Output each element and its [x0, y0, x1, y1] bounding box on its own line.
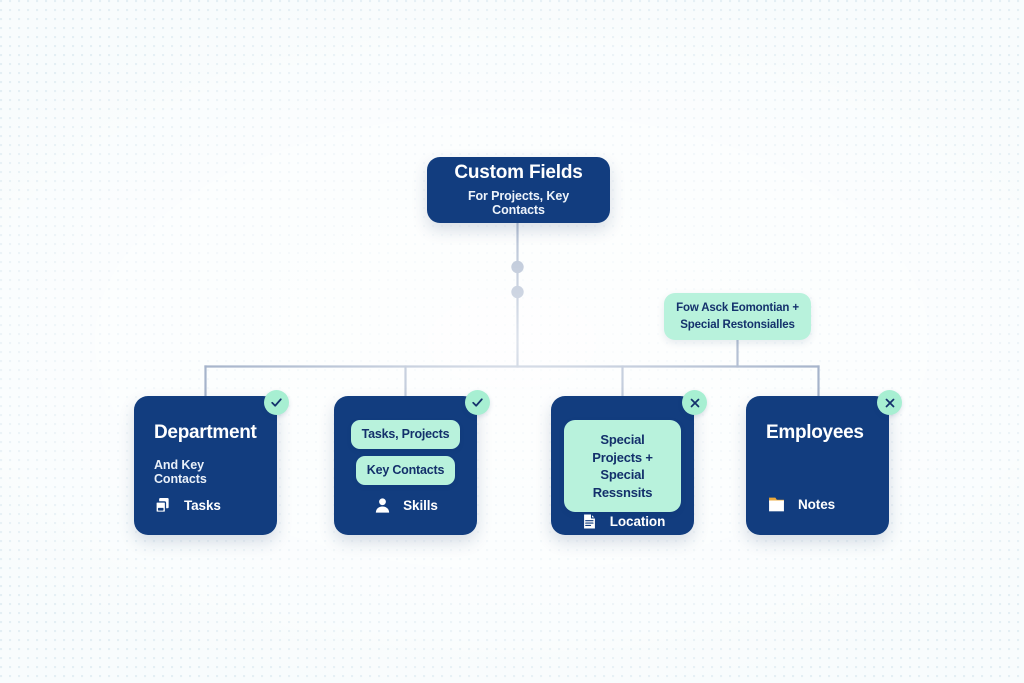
node-footer[interactable]: Location [564, 512, 681, 531]
check-icon [271, 398, 282, 407]
close-icon [885, 398, 894, 407]
node-footer[interactable]: Notes [766, 494, 869, 515]
node-special-projects[interactable]: Special Projects + Special Ressnsits Loc… [551, 396, 694, 535]
floating-note-line-2: Special Restonsialles [680, 318, 795, 331]
node-icon-label: Skills [403, 498, 438, 513]
node-pill-row-1: Special Projects + Special Ressnsits [564, 420, 681, 513]
node-icon-label: Tasks [184, 498, 221, 513]
root-node[interactable]: Custom Fields For Projects, Key Contacts [427, 157, 610, 223]
node-employees[interactable]: Employees Notes [746, 396, 889, 535]
root-subtitle: For Projects, Key Contacts [467, 188, 570, 217]
node-pill[interactable]: Special Projects + Special Ressnsits [564, 420, 681, 513]
node-tasks-projects[interactable]: Tasks, Projects Key Contacts Skills [334, 396, 477, 535]
notes-folder-icon [769, 497, 784, 512]
floating-note[interactable]: Fow Asck Eomontian + Special Restonsiall… [664, 293, 811, 340]
document-lines-icon [582, 513, 596, 530]
trunk-dot-2 [511, 285, 524, 299]
person-icon [376, 498, 390, 513]
node-icon-label: Notes [798, 497, 836, 512]
node-subtitle: And Key Contacts [154, 457, 207, 486]
check-icon [472, 398, 483, 407]
node-title: Employees [766, 422, 864, 443]
node-pill[interactable]: Tasks, Projects [350, 420, 461, 449]
root-title: Custom Fields [454, 162, 583, 184]
node-footer[interactable]: Tasks [154, 496, 257, 515]
status-badge-check[interactable] [465, 390, 490, 415]
status-badge-check[interactable] [264, 390, 289, 415]
floating-note-line-1: Fow Asck Eomontian + [676, 301, 799, 314]
node-pill[interactable]: Key Contacts [355, 455, 456, 485]
node-pill-row-1: Tasks, Projects [348, 420, 463, 449]
status-badge-cross[interactable] [877, 390, 902, 415]
node-title: Department [154, 422, 257, 443]
node-footer[interactable]: Skills [348, 496, 463, 515]
copy-pages-icon [155, 497, 169, 513]
node-pill-row-2: Key Contacts [348, 455, 463, 485]
floating-note-text: Fow Asck Eomontian + Special Restonsiall… [676, 300, 799, 333]
trunk-dot-1 [511, 260, 524, 274]
close-icon [690, 398, 699, 407]
node-icon-label: Location [609, 514, 666, 530]
status-badge-cross[interactable] [682, 390, 707, 415]
node-department[interactable]: Department And Key Contacts Tasks [134, 396, 277, 535]
